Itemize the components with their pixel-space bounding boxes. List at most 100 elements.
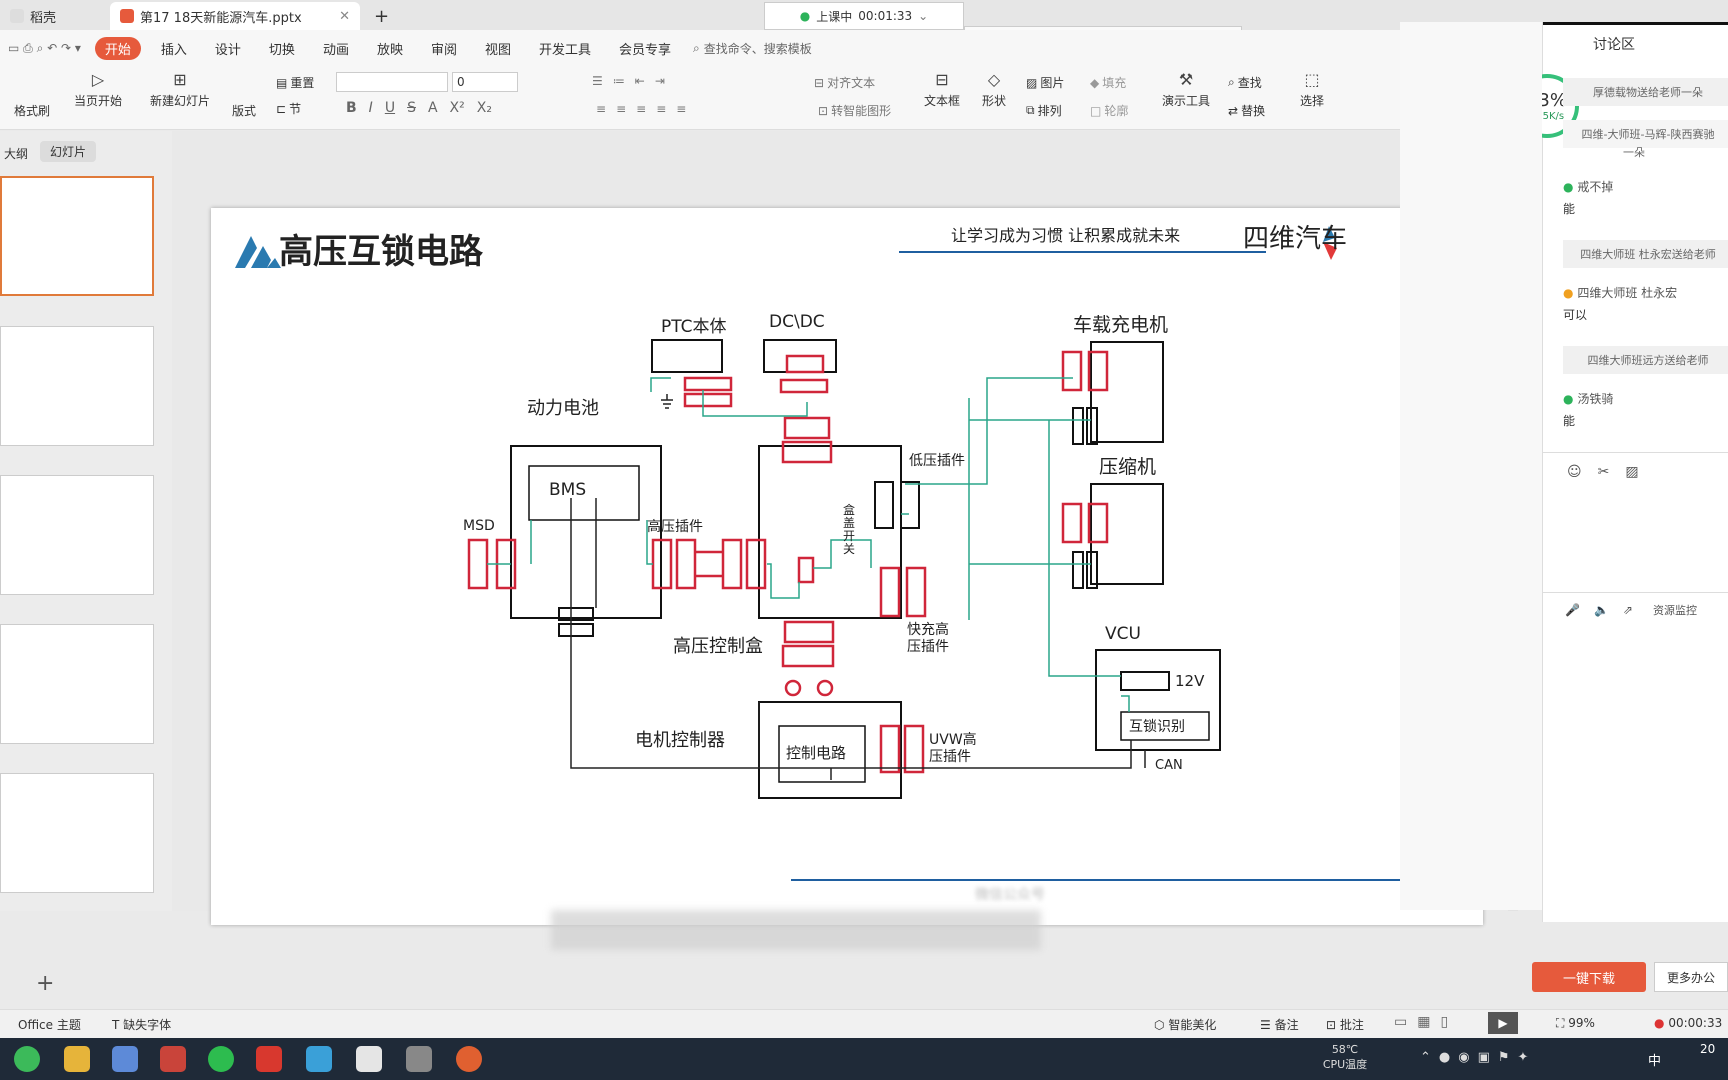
tab-pptx-file[interactable]: 第17 18天新能源汽车.pptx ✕ xyxy=(110,2,360,30)
image-icon[interactable]: ▨ xyxy=(1625,464,1639,480)
numbering-icon[interactable]: ≔ xyxy=(612,74,625,88)
outline-icon: □ xyxy=(1090,103,1102,118)
menu-slideshow[interactable]: 放映 xyxy=(376,42,403,58)
textbox-button[interactable]: ⊟文本框 xyxy=(924,70,960,109)
menu-insert[interactable]: 插入 xyxy=(160,42,187,58)
find-button[interactable]: ⌕查找 xyxy=(1228,74,1262,91)
menu-view[interactable]: 视图 xyxy=(484,42,511,58)
can-bus-wires xyxy=(570,498,1146,780)
slide-thumbnail-5[interactable] xyxy=(0,773,154,893)
app-icon-wps[interactable] xyxy=(256,1046,282,1072)
speaker-icon[interactable]: 🔈 xyxy=(1593,602,1609,617)
app-icon-wechat[interactable] xyxy=(208,1046,234,1072)
comments-label: 批注 xyxy=(1339,1018,1364,1032)
gift-message: 四维大师班远方送给老师 xyxy=(1563,346,1728,374)
app-icon-browser[interactable] xyxy=(14,1046,40,1072)
menu-home[interactable]: 开始 xyxy=(94,36,141,60)
app-icon-game[interactable] xyxy=(456,1046,482,1072)
play-slideshow-button[interactable]: ▶ xyxy=(1488,1012,1518,1034)
menu-animation[interactable]: 动画 xyxy=(322,42,349,58)
format-painter-button[interactable]: 格式刷 xyxy=(14,102,50,119)
slide-thumbnail-3[interactable] xyxy=(0,475,154,595)
discussion-tab[interactable]: 讨论区 xyxy=(1543,22,1728,62)
play-current-button[interactable]: ▷当页开始 xyxy=(74,70,122,109)
close-tab-icon[interactable]: ✕ xyxy=(339,8,350,24)
ime-indicator[interactable]: 中 xyxy=(1648,1054,1662,1069)
align-text-button[interactable]: ⊟对齐文本 xyxy=(814,74,875,91)
share-icon[interactable]: ⇗ xyxy=(1622,602,1633,617)
align-left-icon[interactable]: ≡ xyxy=(596,102,607,116)
zoom-control[interactable]: ⛶ 99% xyxy=(1556,1016,1595,1031)
align-group: ≡ ≡ ≡ ≡ ≡ xyxy=(596,102,686,116)
underline-button[interactable]: U xyxy=(384,100,396,116)
view-mode-buttons[interactable]: ▭▦▯ xyxy=(1394,1014,1459,1030)
distribute-icon[interactable]: ≡ xyxy=(676,102,687,116)
slide-thumbnail-2[interactable] xyxy=(0,326,154,446)
app-icon-photos[interactable] xyxy=(112,1046,138,1072)
emoji-icon[interactable]: ☺ xyxy=(1567,464,1582,480)
font-family-select[interactable] xyxy=(336,72,448,92)
outdent-icon[interactable]: ⇥ xyxy=(654,74,665,88)
notes-button[interactable]: ☰ 备注 xyxy=(1260,1016,1299,1033)
more-office-button[interactable]: 更多办公 xyxy=(1654,962,1728,992)
bullets-icon[interactable]: ☰ xyxy=(592,74,603,88)
clock[interactable]: 20 xyxy=(1700,1042,1716,1056)
scissors-icon[interactable]: ✂ xyxy=(1597,464,1610,480)
one-click-download-button[interactable]: 一键下载 xyxy=(1532,962,1646,992)
quick-access-icons[interactable]: ▭ ⎙ ⌕ ↶ ↷ ▾ xyxy=(8,40,81,55)
slide-thumbnail-4[interactable] xyxy=(0,624,154,744)
align-center-icon[interactable]: ≡ xyxy=(616,102,627,116)
microphone-icon[interactable]: 🎤 xyxy=(1565,602,1580,617)
justify-icon[interactable]: ≡ xyxy=(656,102,667,116)
resource-monitor-link[interactable]: 资源监控 xyxy=(1652,603,1697,617)
app-icon-player[interactable] xyxy=(356,1046,382,1072)
italic-button[interactable]: I xyxy=(368,100,373,116)
smart-art-button[interactable]: ⊡转智能图形 xyxy=(818,102,891,119)
menu-design[interactable]: 设计 xyxy=(214,42,241,58)
beautify-button[interactable]: ⬡ 智能美化 xyxy=(1154,1016,1216,1033)
select-button[interactable]: ⬚选择 xyxy=(1300,70,1324,109)
superscript-button[interactable]: X² xyxy=(449,100,465,116)
replace-button[interactable]: ⇄替换 xyxy=(1228,102,1265,119)
present-tools-button[interactable]: ⚒演示工具 xyxy=(1162,70,1210,109)
app-icon-car[interactable] xyxy=(160,1046,186,1072)
tab-home[interactable]: 稻壳 xyxy=(0,2,66,30)
app-icon-tool[interactable] xyxy=(306,1046,332,1072)
app-icon-explorer[interactable] xyxy=(64,1046,90,1072)
fill-button[interactable]: ◆填充 xyxy=(1090,74,1126,91)
app-icon-monitor[interactable] xyxy=(406,1046,432,1072)
theme-label[interactable]: Office 主题 xyxy=(18,1018,81,1032)
menu-review[interactable]: 审阅 xyxy=(430,42,457,58)
menu-transition[interactable]: 切换 xyxy=(268,42,295,58)
slide-canvas[interactable]: 高压互锁电路 让学习成为习惯 让积累成就未来 四维汽车 PTC本体 DC\DC … xyxy=(211,208,1483,950)
chevron-down-icon[interactable]: ⌄ xyxy=(918,9,929,23)
subscript-button[interactable]: X₂ xyxy=(476,100,492,116)
tray-icons[interactable]: ⌃●◉▣⚑✦ xyxy=(1420,1050,1537,1065)
slide-thumbnail-1[interactable] xyxy=(0,176,154,296)
slides-tab[interactable]: 幻灯片 xyxy=(40,141,97,162)
menu-member[interactable]: 会员专享 xyxy=(619,42,672,58)
outline-button[interactable]: □轮廓 xyxy=(1090,102,1128,119)
layout-button[interactable]: 版式 xyxy=(232,102,256,119)
align-right-icon[interactable]: ≡ xyxy=(636,102,647,116)
company-logo-mark xyxy=(235,236,281,268)
bold-button[interactable]: B xyxy=(346,100,357,116)
command-search[interactable]: 查找命令、搜索模板 xyxy=(703,41,812,56)
menu-developer[interactable]: 开发工具 xyxy=(539,42,592,58)
picture-button[interactable]: ▨图片 xyxy=(1026,74,1064,91)
outline-tab[interactable]: 大纲 xyxy=(4,147,29,161)
reset-button[interactable]: ▤重置 xyxy=(276,74,314,91)
arrange-button[interactable]: ⧉排列 xyxy=(1026,102,1062,119)
new-slide-button[interactable]: ⊞新建幻灯片 xyxy=(150,70,210,109)
strikethrough-button[interactable]: S xyxy=(407,100,416,116)
font-size-select[interactable]: 0 xyxy=(452,72,518,92)
indent-icon[interactable]: ⇤ xyxy=(634,74,645,88)
add-slide-button[interactable]: + xyxy=(36,971,55,996)
missing-font-button[interactable]: T 缺失字体 xyxy=(112,1016,171,1033)
class-timer[interactable]: ● 上课中 00:01:33 ⌄ xyxy=(764,2,964,30)
font-color-button[interactable]: A xyxy=(427,100,438,116)
new-tab-button[interactable]: + xyxy=(374,5,390,27)
comments-button[interactable]: ⊡ 批注 xyxy=(1326,1016,1364,1033)
shape-button[interactable]: ◇形状 xyxy=(982,70,1006,109)
section-button[interactable]: ⊏节 xyxy=(276,100,301,117)
